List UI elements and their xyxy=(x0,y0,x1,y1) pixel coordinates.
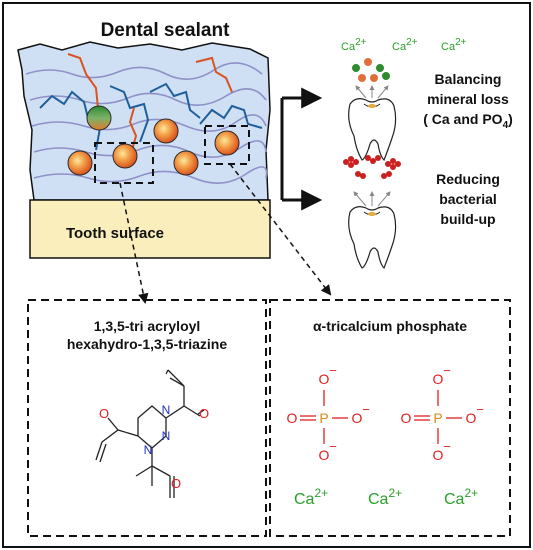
tooth-surface xyxy=(29,199,271,259)
monomer-title-line1: 1,3,5-tri acryloyl xyxy=(94,318,201,334)
tooth-icon xyxy=(348,206,397,270)
effect-1-line1: Balancing xyxy=(435,71,502,87)
particle-orange xyxy=(112,143,138,169)
zoom-box-monomer xyxy=(94,142,154,184)
svg-text:N: N xyxy=(162,429,171,443)
ca-ion: Ca2+ xyxy=(392,37,418,53)
ca-ion: Ca2+ xyxy=(444,486,478,508)
zoom-box-phosphate xyxy=(204,125,250,165)
svg-text:P: P xyxy=(433,410,442,426)
released-mineral-dots xyxy=(352,58,390,99)
effect-reducing: Reducing bacterial build-up xyxy=(436,171,500,227)
tooth-icon xyxy=(348,98,397,162)
svg-text:−: − xyxy=(329,363,337,378)
svg-text:O: O xyxy=(433,371,444,387)
panel-tcp xyxy=(269,299,511,537)
ca-ion: Ca2+ xyxy=(441,37,467,53)
top-ca-ions: Ca2+ Ca2+ Ca2+ xyxy=(341,37,467,53)
svg-text:O: O xyxy=(352,410,363,426)
triazine-atoms: N N N O O O xyxy=(99,403,209,491)
triazine-structure xyxy=(95,369,205,498)
tcp-title: α-tricalcium phosphate xyxy=(313,318,467,334)
svg-text:O: O xyxy=(99,406,109,421)
phosphate-left: O − P O O − O − xyxy=(287,363,370,463)
svg-text:O: O xyxy=(466,410,477,426)
svg-text:−: − xyxy=(362,402,370,417)
ca-ion: Ca2+ xyxy=(294,486,328,508)
svg-text:O: O xyxy=(287,410,298,426)
particle-green xyxy=(86,105,112,131)
svg-text:O: O xyxy=(319,371,330,387)
monomer-title-line2: hexahydro-1,3,5-triazine xyxy=(67,336,227,352)
svg-text:O: O xyxy=(199,406,209,421)
svg-text:−: − xyxy=(443,363,451,378)
svg-text:P: P xyxy=(319,410,328,426)
phosphate-right: O − P O O − O − xyxy=(401,363,484,463)
ca-ion: Ca2+ xyxy=(341,37,367,53)
figure-title: Dental sealant xyxy=(101,20,230,41)
svg-text:N: N xyxy=(144,443,153,457)
svg-text:−: − xyxy=(476,402,484,417)
particle-orange xyxy=(214,130,240,156)
effect-1-line3: ( Ca and PO4) xyxy=(423,111,513,131)
panel-monomer xyxy=(27,299,267,537)
polymer-network-lavender xyxy=(25,62,268,184)
effect-1-line2: mineral loss xyxy=(427,91,509,107)
effect-balancing: Balancing mineral loss ( Ca and PO4) xyxy=(423,71,513,131)
zoom-arrow-left xyxy=(119,182,149,305)
effect-2-line1: Reducing xyxy=(436,171,500,187)
svg-text:−: − xyxy=(329,439,337,454)
svg-text:N: N xyxy=(162,403,171,417)
particle-orange xyxy=(153,118,179,144)
svg-text:O: O xyxy=(433,447,444,463)
svg-text:O: O xyxy=(319,447,330,463)
bacteria-cluster xyxy=(343,155,401,207)
bottom-ca-ions: Ca2+ Ca2+ Ca2+ xyxy=(294,486,478,508)
svg-text:O: O xyxy=(401,410,412,426)
zoom-arrow-right xyxy=(229,163,332,296)
tooth-surface-label: Tooth surface xyxy=(66,225,164,242)
particle-orange xyxy=(173,150,199,176)
particles xyxy=(67,105,240,176)
particle-orange xyxy=(67,150,93,176)
effect-bracket xyxy=(280,87,323,211)
effect-2-line2: bacterial xyxy=(439,191,497,207)
svg-text:O: O xyxy=(171,476,181,491)
svg-text:−: − xyxy=(443,439,451,454)
effect-2-line3: build-up xyxy=(440,211,495,227)
ca-ion: Ca2+ xyxy=(368,486,402,508)
